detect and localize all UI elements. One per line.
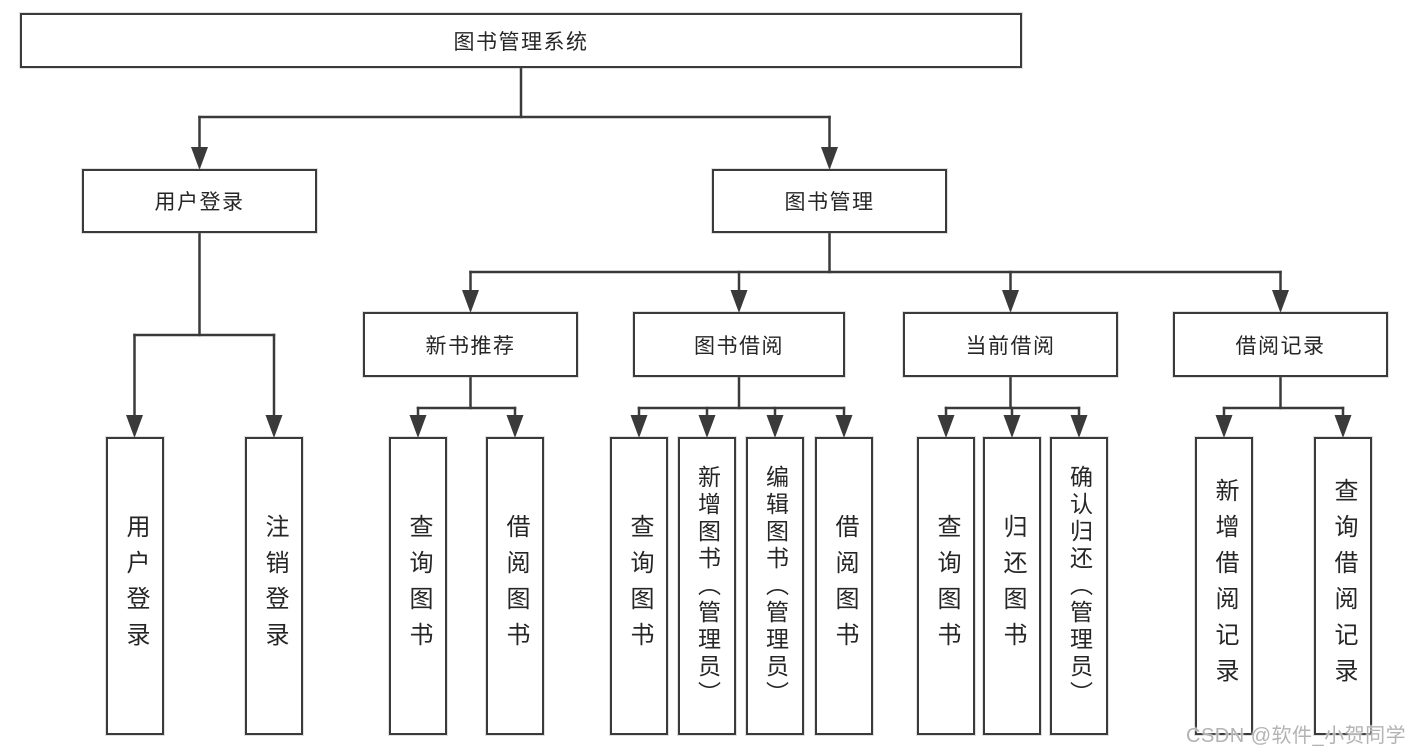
node-leaf-borrow-book-2-label: 借阅图书	[831, 514, 858, 658]
node-leaf-confirm-return-label: 确认归还（管理员）	[1066, 464, 1093, 708]
node-leaf-logout: 注销登录	[245, 437, 303, 735]
node-leaf-query-book-2-label: 查询图书	[626, 514, 653, 658]
node-new-book-rec-label: 新书推荐	[425, 334, 516, 358]
node-book-borrow-label: 图书借阅	[694, 334, 784, 358]
arrowhead	[1334, 415, 1352, 438]
node-leaf-add-book: 新增图书（管理员）	[678, 437, 736, 735]
arrowhead	[821, 147, 838, 170]
node-leaf-user-login-label: 用户登录	[122, 514, 149, 658]
arrowhead	[1070, 415, 1088, 438]
node-book-borrow: 图书借阅	[633, 312, 845, 377]
arrowhead	[730, 290, 748, 313]
node-leaf-logout-label: 注销登录	[261, 514, 288, 658]
node-current-borrow: 当前借阅	[903, 312, 1118, 377]
node-user-login: 用户登录	[82, 169, 317, 233]
arrowhead	[937, 415, 955, 438]
node-leaf-query-book-3-label: 查询图书	[933, 514, 960, 658]
connectors-book-borrow	[630, 375, 853, 438]
arrowhead	[1215, 415, 1233, 438]
node-leaf-return-book-label: 归还图书	[999, 514, 1026, 658]
connectors-current-borrow	[937, 375, 1088, 438]
node-leaf-add-record: 新增借阅记录	[1195, 437, 1253, 735]
node-leaf-query-book-3: 查询图书	[917, 437, 975, 735]
connectors-root	[191, 66, 838, 170]
arrowhead	[698, 415, 716, 438]
node-root-label: 图书管理系统	[453, 30, 589, 54]
arrowhead	[835, 415, 853, 438]
arrowhead	[506, 415, 524, 438]
arrowhead	[1003, 415, 1021, 438]
connectors-new-book-rec	[409, 375, 524, 438]
arrowhead	[265, 415, 283, 438]
node-leaf-edit-book: 编辑图书（管理员）	[746, 437, 804, 735]
node-leaf-query-record-label: 查询借阅记录	[1330, 478, 1357, 694]
connectors-book-mgmt	[462, 231, 1289, 313]
arrowhead	[409, 415, 427, 438]
arrowhead	[1002, 290, 1019, 313]
node-current-borrow-label: 当前借阅	[965, 334, 1056, 358]
node-leaf-user-login: 用户登录	[106, 437, 164, 735]
node-leaf-confirm-return: 确认归还（管理员）	[1050, 437, 1108, 735]
node-leaf-edit-book-label: 编辑图书（管理员）	[762, 464, 789, 708]
node-leaf-add-book-label: 新增图书（管理员）	[694, 464, 721, 708]
arrowhead	[630, 415, 648, 438]
node-leaf-borrow-book-1-label: 借阅图书	[502, 514, 529, 658]
arrowhead	[462, 290, 479, 313]
node-leaf-query-record: 查询借阅记录	[1314, 437, 1372, 735]
node-leaf-borrow-book-1: 借阅图书	[486, 437, 544, 735]
node-book-mgmt: 图书管理	[712, 169, 947, 233]
connectors-user-login	[126, 230, 283, 438]
node-leaf-borrow-book-2: 借阅图书	[815, 437, 873, 735]
connectors-borrow-record	[1215, 375, 1352, 438]
node-leaf-query-book-2: 查询图书	[610, 437, 668, 735]
node-leaf-add-record-label: 新增借阅记录	[1211, 478, 1238, 694]
arrowhead	[126, 415, 143, 438]
arrowhead	[1272, 290, 1289, 313]
node-borrow-record: 借阅记录	[1173, 312, 1388, 377]
node-leaf-query-book-1: 查询图书	[389, 437, 447, 735]
node-leaf-return-book: 归还图书	[983, 437, 1041, 735]
node-book-mgmt-label: 图书管理	[784, 191, 875, 214]
csdn-watermark: CSDN @软件_小贺同学	[1186, 725, 1405, 747]
node-leaf-query-book-1-label: 查询图书	[405, 514, 432, 658]
node-root: 图书管理系统	[20, 13, 1022, 68]
arrowhead	[766, 415, 784, 438]
node-borrow-record-label: 借阅记录	[1235, 334, 1326, 358]
arrowhead	[191, 147, 208, 170]
node-new-book-rec: 新书推荐	[363, 312, 578, 377]
node-user-login-label: 用户登录	[154, 191, 245, 214]
